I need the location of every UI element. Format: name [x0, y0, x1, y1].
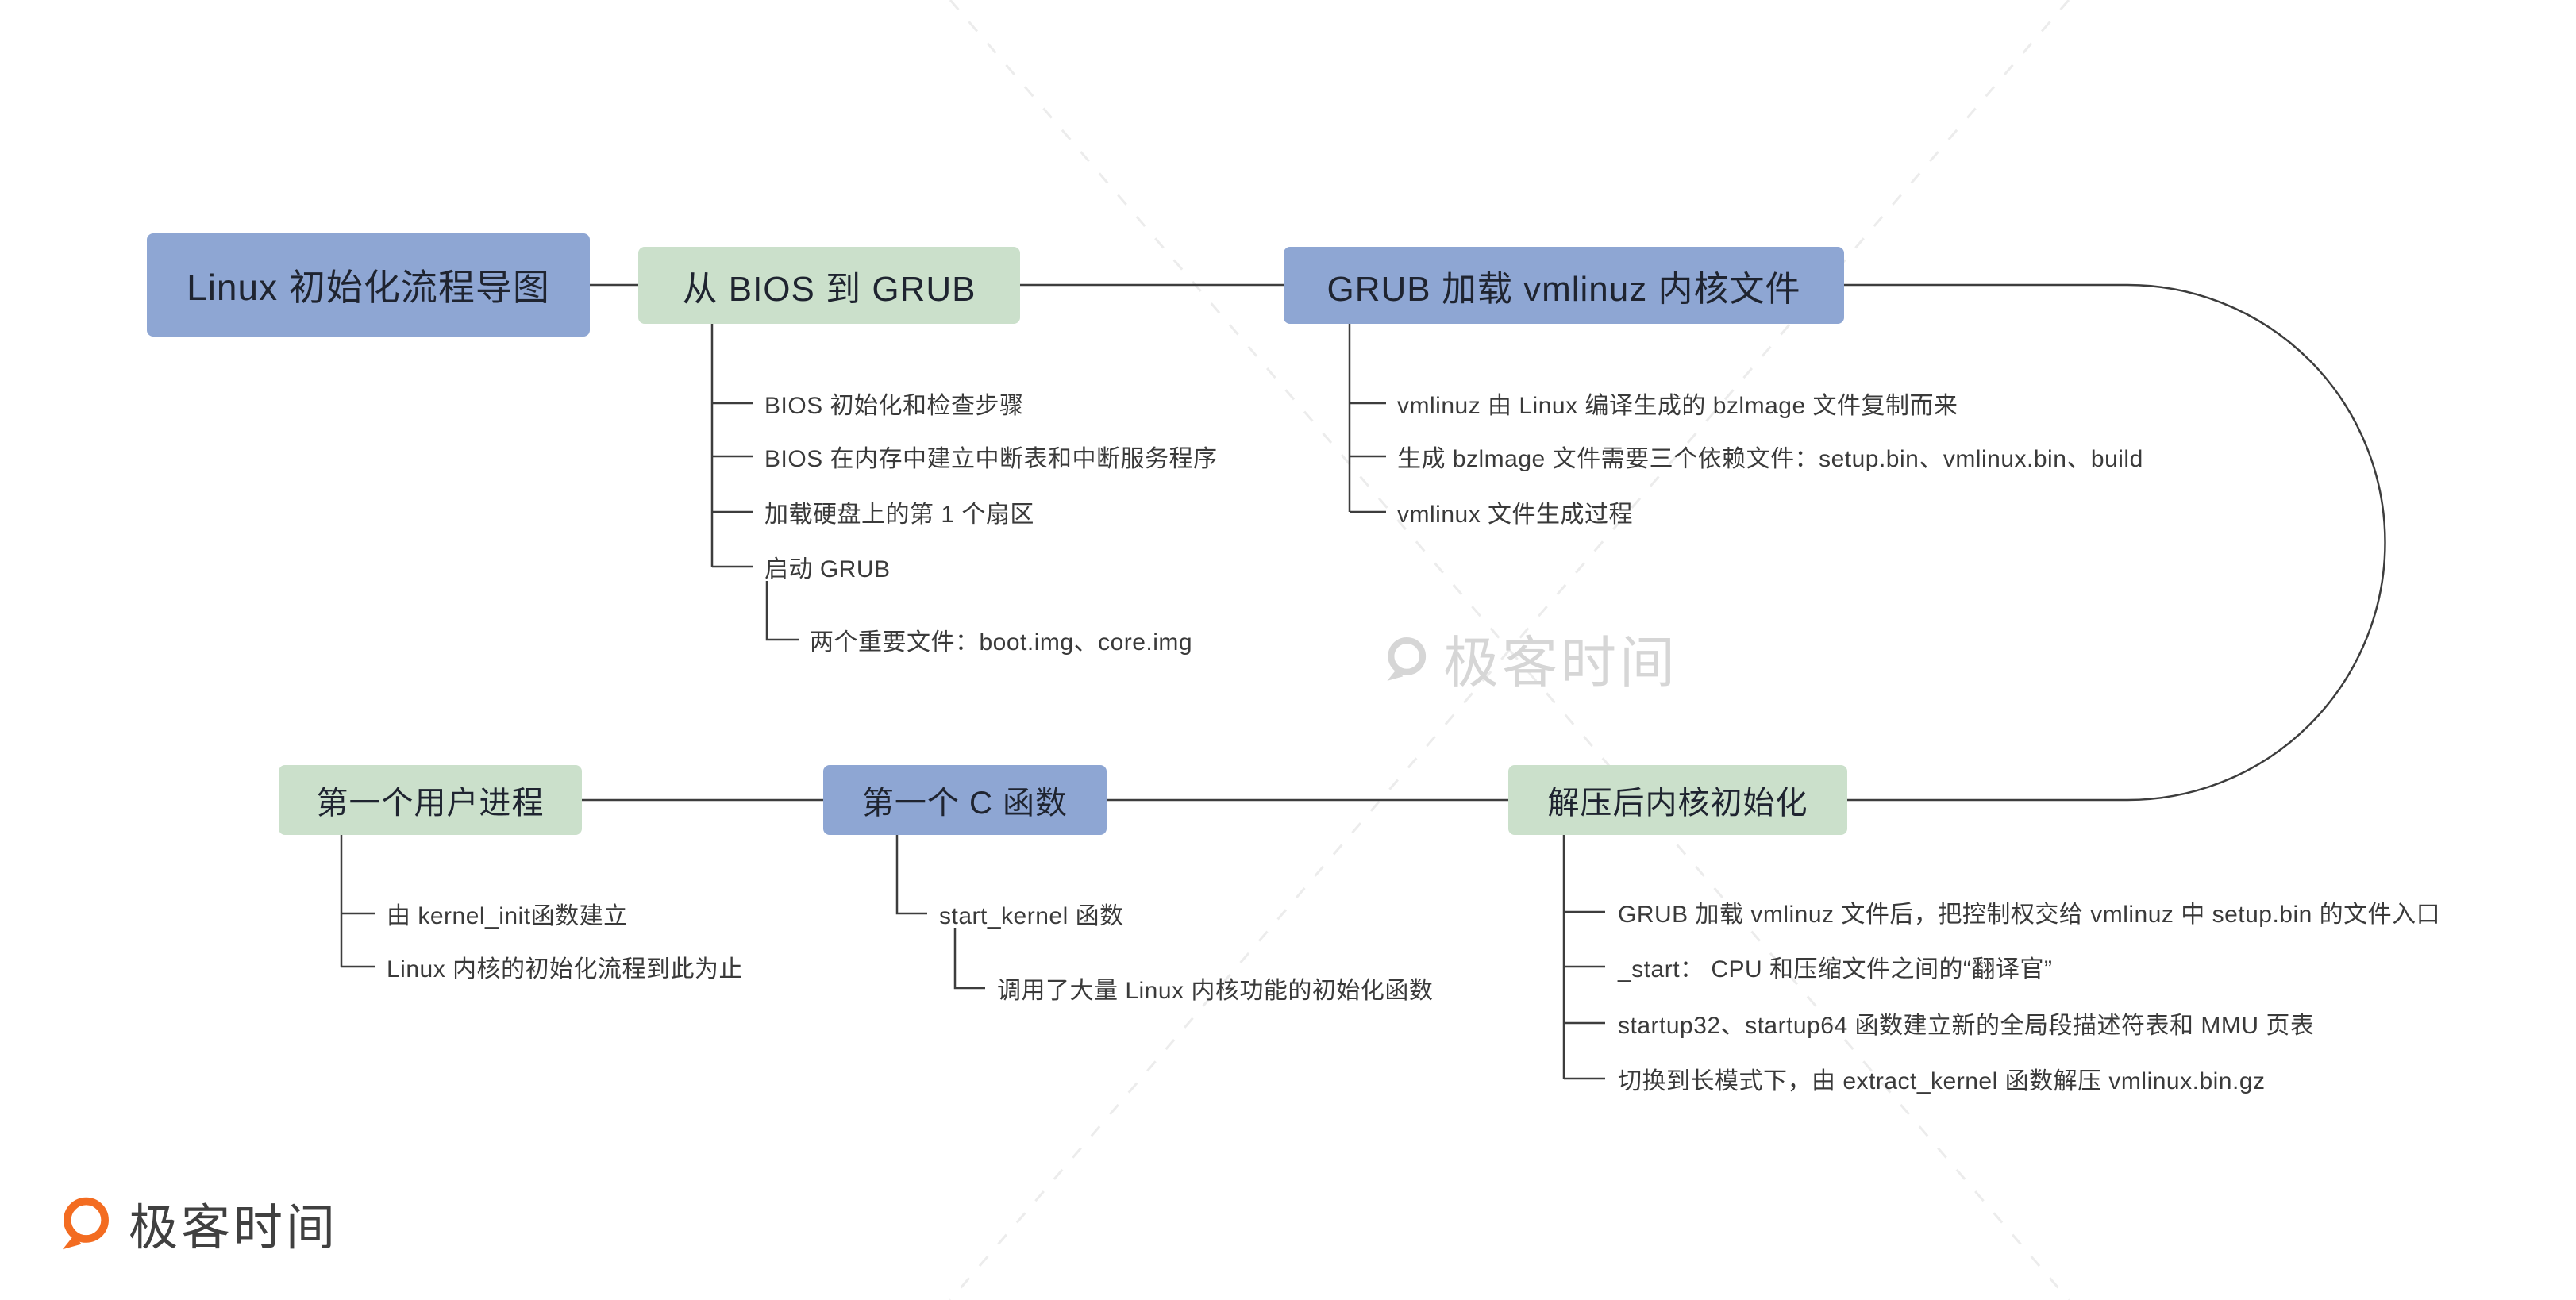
node-kernel-init-after-decompress: 解压后内核初始化 — [1508, 765, 1847, 835]
geektime-logo-text: 极客时间 — [129, 1201, 339, 1256]
leaf-grub-important-files: 两个重要文件：boot.img、core.img — [810, 629, 1193, 656]
leaf-init-functions-called: 调用了大量 Linux 内核功能的初始化函数 — [997, 978, 1434, 1004]
brand-footer: 极客时间 — [56, 1187, 338, 1259]
leaf-startup32-startup64: startup32、startup64 函数建立新的全局段描述符表和 MMU 页… — [1618, 1013, 2315, 1039]
geektime-logo-icon — [56, 1194, 114, 1252]
watermark-center: 极客时间 — [1381, 618, 1678, 698]
leaf-load-first-sector: 加载硬盘上的第 1 个扇区 — [764, 502, 1034, 528]
leaf-start-translator: _start： CPU 和压缩文件之间的“翻译官” — [1618, 956, 2053, 983]
leaf-vmlinux-build-process: vmlinux 文件生成过程 — [1397, 502, 1634, 528]
node-first-c-function: 第一个 C 函数 — [823, 765, 1107, 835]
node-grub-load-vmlinuz: GRUB 加载 vmlinuz 内核文件 — [1284, 247, 1844, 324]
leaf-bios-check-steps: BIOS 初始化和检查步骤 — [764, 393, 1024, 419]
leaf-init-flow-ends: Linux 内核的初始化流程到此为止 — [387, 956, 744, 983]
leaf-extract-kernel: 切换到长模式下，由 extract_kernel 函数解压 vmlinux.bi… — [1618, 1068, 2266, 1094]
node-first-user-process: 第一个用户进程 — [279, 765, 582, 835]
leaf-vmlinuz-copied-from-bzimage: vmlinuz 由 Linux 编译生成的 bzlmage 文件复制而来 — [1397, 393, 1958, 419]
node-root: Linux 初始化流程导图 — [147, 233, 590, 337]
leaf-bios-interrupt-table: BIOS 在内存中建立中断表和中断服务程序 — [764, 446, 1218, 472]
node-bios-to-grub: 从 BIOS 到 GRUB — [638, 247, 1020, 324]
leaf-start-kernel-function: start_kernel 函数 — [939, 903, 1124, 929]
watermark-logo-icon — [1381, 634, 1430, 683]
leaf-bzimage-dependencies: 生成 bzlmage 文件需要三个依赖文件：setup.bin、vmlinux.… — [1397, 446, 2143, 472]
leaf-control-to-setup-bin: GRUB 加载 vmlinuz 文件后，把控制权交给 vmlinuz 中 set… — [1618, 902, 2441, 928]
watermark-text: 极客时间 — [1443, 632, 1678, 694]
leaf-start-grub: 启动 GRUB — [764, 556, 891, 583]
leaf-kernel-init-creates: 由 kernel_init函数建立 — [387, 903, 628, 929]
